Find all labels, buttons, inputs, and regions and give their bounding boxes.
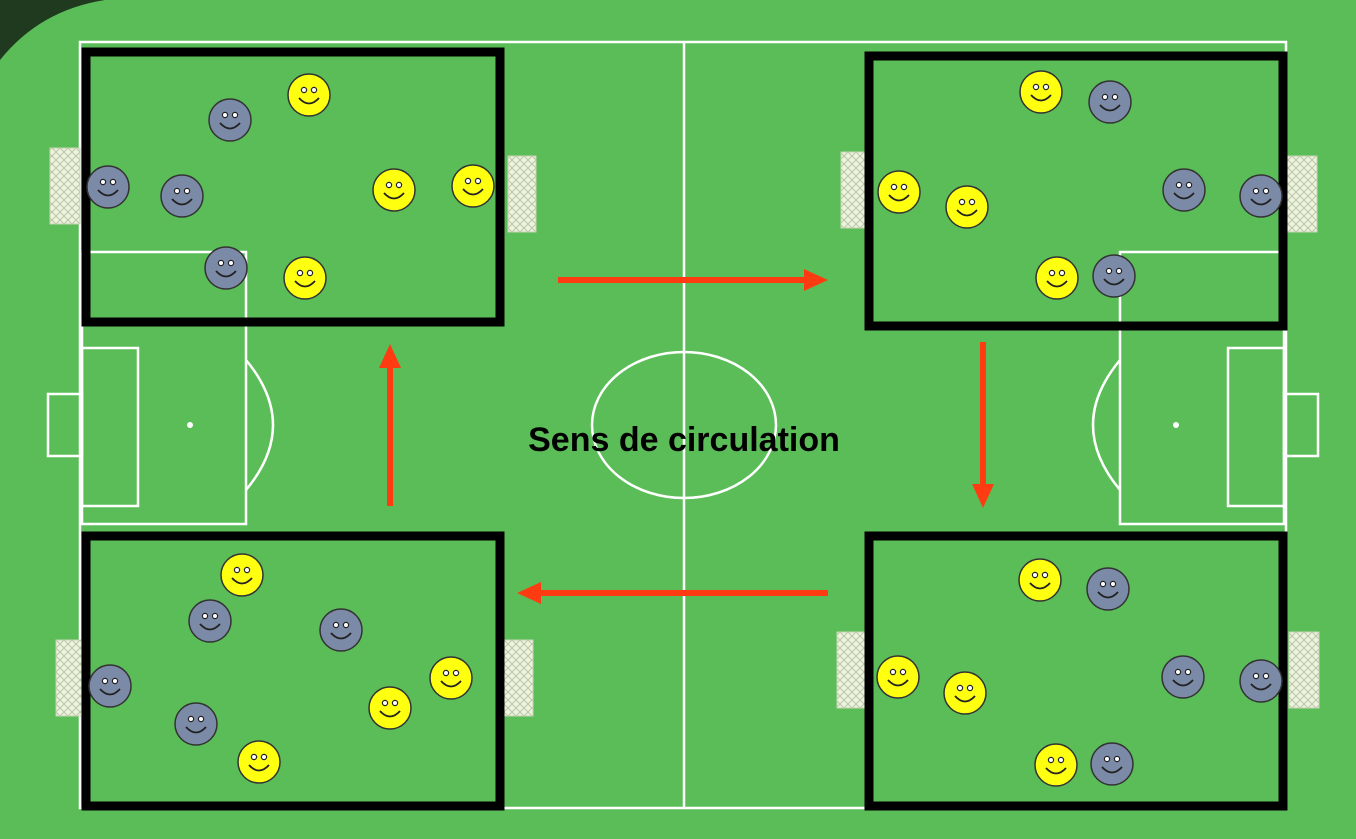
arrow-bottom-right-to-bottom-left (517, 582, 828, 604)
top-left-goal-left-mini-goal (49, 147, 81, 225)
arrow-bottom-left-to-top-left (379, 344, 401, 506)
player-yellow-bottom-right-2-icon (876, 655, 920, 699)
player-grey-top-left-3-icon (160, 174, 204, 218)
player-grey-bottom-left-3-icon (88, 664, 132, 708)
player-grey-bottom-right-1-icon (1086, 567, 1130, 611)
zone-top-left (81, 47, 505, 327)
player-grey-bottom-right-2-icon (1161, 655, 1205, 699)
penalty-spot-right (1173, 422, 1179, 428)
player-yellow-top-right-4-icon (1035, 256, 1079, 300)
arrow-top-right-to-bottom-right (972, 342, 994, 508)
player-yellow-top-right-1-icon (1019, 70, 1063, 114)
player-grey-bottom-right-3-icon (1239, 659, 1283, 703)
player-yellow-bottom-left-3-icon (368, 686, 412, 730)
corner-shadow (0, 0, 105, 60)
center-circle (590, 350, 778, 500)
top-right-goal-right-mini-goal (1286, 155, 1318, 233)
player-yellow-bottom-left-2-icon (429, 656, 473, 700)
player-yellow-bottom-left-1-icon (220, 553, 264, 597)
pitch-markings (46, 40, 1320, 810)
player-yellow-top-right-3-icon (945, 185, 989, 229)
top-left-goal-right-mini-goal (507, 155, 537, 233)
bottom-left-goal-right-mini-goal (502, 639, 534, 717)
player-yellow-top-left-2-icon (372, 168, 416, 212)
player-grey-bottom-right-4-icon (1090, 742, 1134, 786)
player-grey-top-left-1-icon (208, 98, 252, 142)
penalty-arc-left (245, 359, 275, 491)
player-grey-top-left-4-icon (204, 246, 248, 290)
player-grey-top-right-1-icon (1088, 80, 1132, 124)
player-grey-bottom-left-4-icon (174, 702, 218, 746)
player-yellow-bottom-right-1-icon (1018, 558, 1062, 602)
player-yellow-top-left-3-icon (451, 164, 495, 208)
penalty-spot-left (187, 422, 193, 428)
player-grey-top-right-3-icon (1239, 174, 1283, 218)
player-yellow-bottom-left-4-icon (237, 740, 281, 784)
player-yellow-top-left-1-icon (287, 73, 331, 117)
goal-outline-right (1282, 392, 1320, 458)
player-grey-bottom-left-2-icon (319, 608, 363, 652)
player-yellow-bottom-right-4-icon (1034, 743, 1078, 787)
player-grey-top-right-4-icon (1092, 254, 1136, 298)
player-yellow-bottom-right-3-icon (943, 671, 987, 715)
rotation-caption: Sens de circulation (528, 421, 840, 459)
arrow-top-left-to-top-right (558, 269, 828, 291)
zone-bottom-left (81, 531, 505, 811)
bottom-right-goal-left-mini-goal (836, 631, 868, 709)
player-grey-top-left-2-icon (86, 165, 130, 209)
goal-outline-left (46, 392, 84, 458)
player-grey-top-right-2-icon (1162, 168, 1206, 212)
zone-bottom-right (864, 531, 1288, 811)
penalty-arc-right (1091, 359, 1121, 491)
rotation-arrows (379, 269, 994, 604)
player-yellow-top-left-4-icon (283, 256, 327, 300)
player-grey-bottom-left-1-icon (188, 599, 232, 643)
training-zones (81, 47, 1288, 811)
zone-top-right (864, 51, 1288, 331)
bottom-right-goal-right-mini-goal (1288, 631, 1320, 709)
player-yellow-top-right-2-icon (877, 170, 921, 214)
mini-goals (49, 147, 1320, 717)
